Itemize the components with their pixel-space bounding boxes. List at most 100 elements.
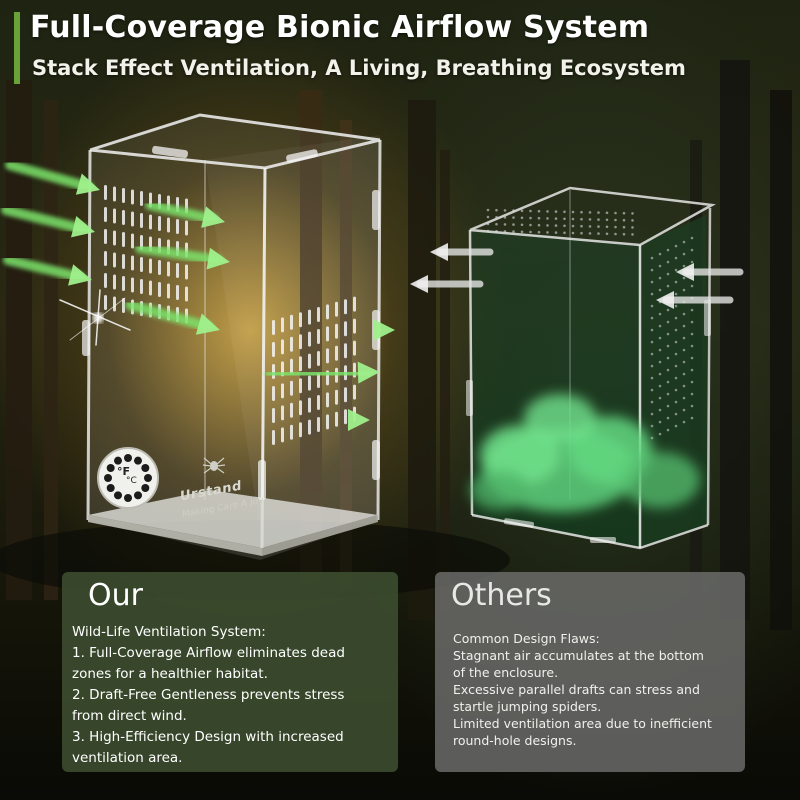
green-arrow: [265, 361, 380, 384]
round-hole: [666, 380, 670, 384]
gauge-dot: [114, 456, 122, 465]
vent-slot: [317, 351, 320, 366]
round-hole: [571, 217, 575, 221]
round-hole: [658, 252, 662, 256]
vent-slot: [185, 286, 188, 302]
round-hole: [674, 388, 678, 392]
round-hole: [682, 324, 686, 328]
others-line: startle jumping spiders.: [453, 699, 602, 714]
vent-slot: [176, 285, 179, 300]
vent-slot: [299, 334, 302, 350]
round-hole: [580, 231, 583, 235]
round-hole: [674, 268, 678, 272]
round-hole: [546, 210, 549, 213]
our-line: Wild-Life Ventilation System:: [72, 624, 266, 640]
sparkle-icon: [59, 289, 131, 346]
round-hole: [650, 292, 654, 296]
round-hole: [650, 304, 654, 308]
vent-slot: [113, 208, 116, 224]
round-hole: [512, 216, 515, 219]
others-line: of the enclosure.: [453, 665, 559, 680]
our-line: from direct wind.: [72, 708, 187, 724]
round-hole: [674, 400, 678, 404]
round-hole: [690, 284, 694, 288]
stagnant-air-cloud: [470, 394, 700, 512]
vent-slot: [149, 258, 152, 274]
round-hole: [666, 248, 670, 252]
thermometer-gauge-icon: [97, 447, 159, 509]
round-hole: [666, 404, 670, 408]
round-hole: [658, 264, 662, 268]
round-hole: [690, 368, 694, 372]
round-hole: [520, 230, 524, 234]
round-hole: [571, 210, 575, 214]
gauge-dot: [144, 474, 152, 482]
round-hole: [554, 224, 558, 227]
vent-slot: [272, 430, 275, 445]
round-hole: [554, 231, 558, 234]
round-hole: [666, 272, 670, 276]
page-title: Full-Coverage Bionic Airflow System: [30, 10, 650, 45]
round-hole: [650, 364, 654, 368]
vent-slot: [113, 186, 116, 202]
vent-slot: [353, 296, 356, 312]
round-hole: [658, 348, 662, 352]
green-arrow: [1, 205, 95, 238]
vent-slot: [308, 397, 311, 413]
round-hole: [682, 396, 686, 400]
round-hole: [614, 218, 617, 222]
our-line: 1. Full-Coverage Airflow eliminates dead: [72, 645, 345, 661]
vent-slot: [140, 279, 143, 294]
round-hole: [690, 308, 694, 312]
our-line: 3. High-Efficiency Design with increased: [72, 729, 344, 745]
green-arrow: [3, 255, 92, 286]
vent-slot: [167, 217, 170, 233]
round-hole: [512, 230, 515, 233]
page-subtitle: Stack Effect Ventilation, A Living, Brea…: [32, 56, 686, 80]
green-airflow-arrow-icon: [1, 160, 395, 431]
round-hole: [495, 208, 498, 212]
vent-slot: [335, 301, 338, 317]
round-hole: [674, 256, 678, 260]
others-flaws-panel: Others Common Design Flaws:Stagnant air …: [435, 572, 745, 772]
vent-slot: [122, 188, 125, 203]
round-hole: [658, 336, 662, 340]
vent-slot: [290, 336, 293, 352]
vent-slot: [140, 257, 143, 272]
vent-slot: [140, 191, 143, 206]
round-hole: [537, 216, 541, 220]
our-features-panel: Our Wild-Life Ventilation System:1. Full…: [62, 572, 398, 772]
round-hole: [529, 216, 532, 220]
round-hole: [658, 432, 662, 436]
vent-slot: [326, 392, 329, 408]
gauge-fahrenheit-label: °F: [117, 465, 131, 478]
round-hole: [666, 344, 670, 348]
round-hole: [650, 424, 654, 428]
vent-slot: [317, 307, 320, 322]
vent-slot: [149, 214, 152, 230]
vent-slot: [104, 185, 107, 200]
round-hole: [529, 230, 532, 234]
round-hole: [666, 284, 670, 288]
round-hole: [674, 280, 678, 284]
round-hole: [546, 231, 549, 234]
vent-slot: [113, 296, 116, 312]
others-heading: Others: [451, 578, 552, 613]
vent-slot: [167, 283, 170, 299]
others-line: Stagnant air accumulates at the bottom: [453, 648, 704, 663]
green-arrow: [5, 160, 100, 195]
round-hole: [682, 252, 686, 256]
vent-slot: [326, 304, 329, 320]
round-hole: [503, 216, 507, 219]
vent-slot: [272, 320, 275, 335]
round-hole: [658, 420, 662, 424]
round-hole: [605, 211, 609, 215]
round-hole: [666, 320, 670, 324]
round-hole: [682, 408, 686, 412]
round-hole: [650, 352, 654, 356]
round-hole: [690, 380, 694, 384]
round-hole: [658, 276, 662, 280]
round-hole: [631, 212, 634, 215]
vent-slot: [176, 263, 179, 278]
